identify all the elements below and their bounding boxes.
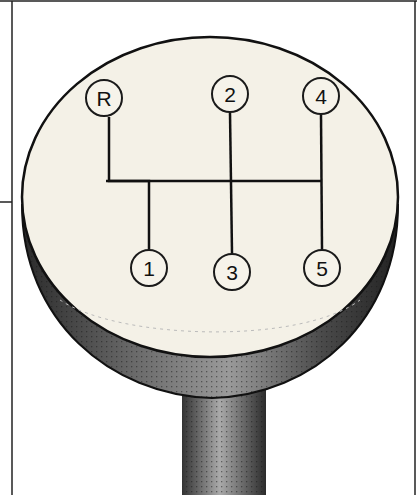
gear-label: 4 bbox=[315, 86, 327, 107]
gear-circle: 3 bbox=[213, 253, 251, 291]
knob-face bbox=[22, 37, 398, 357]
gear-circle: 1 bbox=[130, 249, 168, 287]
gear-label: 1 bbox=[143, 258, 155, 279]
frame-line bbox=[11, 1, 13, 495]
gear-label: 3 bbox=[226, 262, 238, 283]
frame-line bbox=[0, 0, 417, 2]
shift-path bbox=[321, 115, 322, 249]
gear-circle: 4 bbox=[302, 77, 340, 115]
gear-circle: R bbox=[85, 79, 123, 117]
shift-path bbox=[109, 117, 149, 249]
gear-label: 2 bbox=[224, 84, 236, 105]
shift-path bbox=[230, 113, 232, 253]
frame-line bbox=[0, 201, 12, 203]
stem-texture bbox=[182, 390, 266, 495]
gear-label: 5 bbox=[316, 258, 328, 279]
shift-stem bbox=[182, 390, 266, 495]
frame-line bbox=[414, 1, 416, 495]
gear-circle: 2 bbox=[211, 75, 249, 113]
gear-label: R bbox=[96, 88, 111, 109]
gear-circle: 5 bbox=[303, 249, 341, 287]
face-shading bbox=[60, 300, 360, 332]
